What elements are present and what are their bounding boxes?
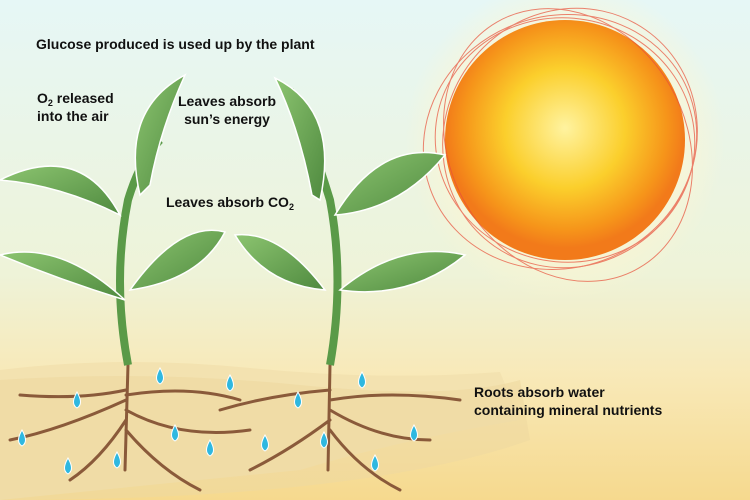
glucose-label: Glucose produced is used up by the plant: [36, 36, 315, 52]
plant-left: [0, 73, 227, 366]
water-droplets: [18, 367, 418, 475]
co2-label: Leaves absorb CO2: [166, 194, 294, 212]
sun-energy-label: Leaves absorb sun’s energy: [178, 93, 277, 127]
sun: [405, 0, 725, 300]
roots-label: Roots absorb water containing mineral nu…: [474, 384, 663, 418]
plant-right: [233, 76, 467, 366]
o2-released-label: O2 released into the air: [37, 90, 114, 124]
